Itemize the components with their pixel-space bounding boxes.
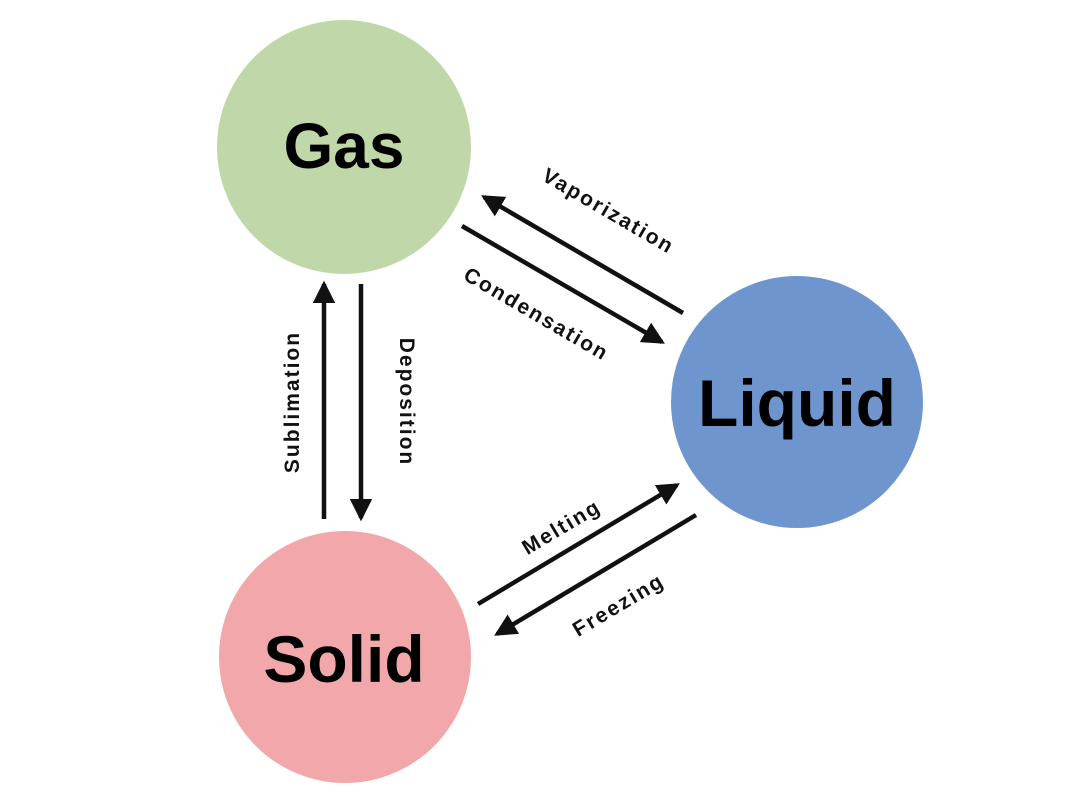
gas-circle bbox=[217, 20, 471, 274]
condensation-arrow bbox=[460, 224, 665, 344]
solid-label: Solid bbox=[263, 622, 424, 696]
vaporization-arrow bbox=[481, 195, 685, 315]
freezing-arrow bbox=[494, 513, 698, 636]
vaporization-label: Vaporization bbox=[538, 164, 678, 259]
melting-label: Melting bbox=[518, 495, 605, 560]
gas-label: Gas bbox=[284, 110, 405, 182]
sublimation-label: Sublimation bbox=[281, 331, 304, 473]
melting-arrow bbox=[476, 483, 680, 606]
deposition-label: Deposition bbox=[395, 338, 418, 467]
solid-circle bbox=[219, 531, 471, 783]
liquid-label: Liquid bbox=[698, 366, 896, 440]
condensation-label: Condensation bbox=[460, 263, 613, 365]
liquid-circle bbox=[671, 276, 923, 528]
